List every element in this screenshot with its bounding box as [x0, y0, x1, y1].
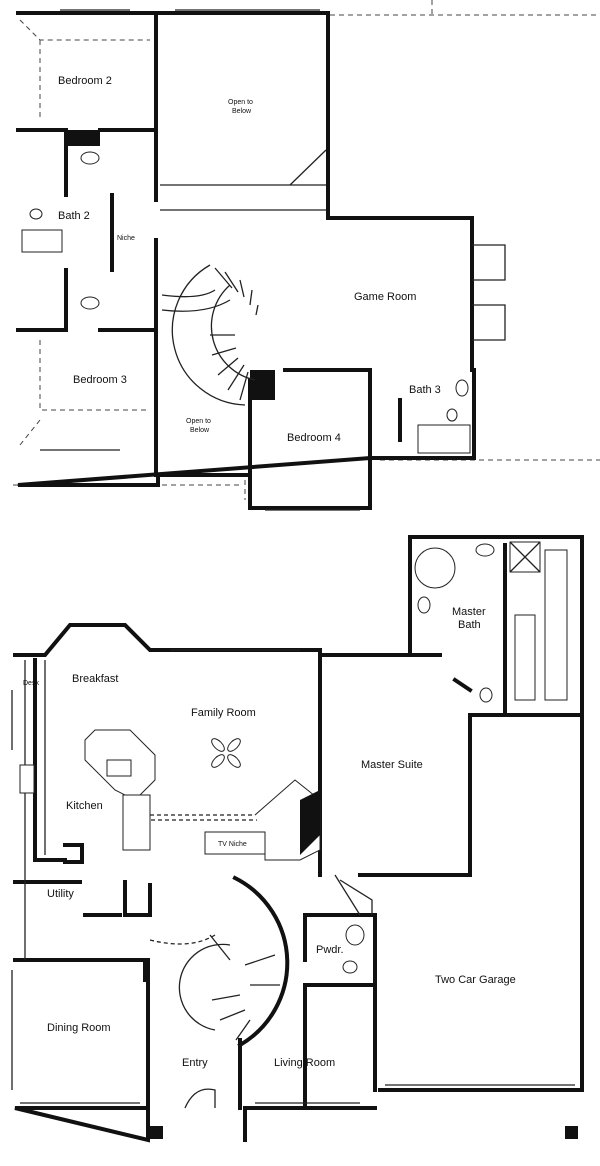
closet-rod: [544, 549, 568, 701]
toilet-icon: [446, 408, 458, 422]
desk-label: Desk: [23, 680, 39, 687]
room-label-game-room: Game Room: [354, 291, 416, 303]
room-label-open-to-below-2b: Below: [190, 427, 210, 434]
master-suite-walls: [318, 543, 584, 877]
upper-exterior-walls: [16, 11, 476, 510]
niche-label: Niche: [117, 235, 135, 242]
room-label-bedroom-2: Bedroom 2: [58, 75, 112, 87]
room-label-master-suite: Master Suite: [361, 759, 423, 771]
kitchen-peninsula: [122, 794, 151, 851]
toilet-icon: [479, 687, 493, 703]
spiral-staircase[interactable]: [161, 264, 259, 406]
bathtub-icon: [414, 547, 456, 589]
bedroom4-walls: [248, 368, 402, 477]
sink-icon: [455, 379, 469, 397]
room-label-bedroom-3: Bedroom 3: [73, 374, 127, 386]
toilet-icon: [29, 208, 43, 220]
cooktop-icon: [19, 764, 35, 794]
windows: [40, 9, 506, 511]
kitchen-counter: [33, 658, 84, 864]
post: [565, 1126, 578, 1139]
sink-icon: [80, 151, 100, 165]
room-label-open-to-below-1b: Below: [232, 108, 252, 115]
windows: [11, 649, 360, 1104]
room-label-master-bath: Master: [452, 606, 486, 618]
garage-door-swing[interactable]: [334, 874, 373, 916]
room-label-entry: Entry: [182, 1057, 208, 1069]
shower-drain: [509, 541, 541, 573]
room-label-bath-2: Bath 2: [58, 210, 90, 222]
room-label-living-room: Living Room: [274, 1057, 335, 1069]
room-label-bath-3: Bath 3: [409, 384, 441, 396]
sink-icon: [345, 924, 365, 946]
upper-floor-plan: Bedroom 2 Open to Below Bath 2 Niche Gam…: [10, 0, 600, 511]
tv-niche: [204, 831, 266, 855]
room-label-dining-room: Dining Room: [47, 1022, 111, 1034]
lower-exterior-walls: [13, 535, 584, 1143]
fireplace-hearth: [300, 790, 320, 855]
room-label-open-to-below-1: Open to: [228, 99, 253, 106]
curved-staircase[interactable]: [178, 875, 290, 1048]
room-label-family-room: Family Room: [191, 707, 256, 719]
sink-icon: [417, 596, 431, 614]
dashed-openings: [130, 814, 305, 945]
front-door[interactable]: [184, 1088, 216, 1109]
closet-rod: [514, 614, 536, 701]
wall-block: [66, 130, 100, 146]
post: [150, 1126, 163, 1139]
ceiling-fan-icon: [211, 738, 241, 768]
toilet-icon: [342, 960, 358, 974]
bathtub-icon: [417, 424, 471, 454]
ceiling-lines: [19, 19, 150, 446]
sink-icon: [475, 543, 495, 557]
room-label-powder: Pwdr.: [316, 944, 344, 956]
bathtub-icon: [21, 229, 63, 253]
tv-niche-label: TV Niche: [218, 841, 247, 848]
sink-icon: [106, 759, 132, 777]
balcony-railing: [160, 184, 326, 211]
sink-icon: [80, 296, 100, 310]
room-label-breakfast: Breakfast: [72, 673, 118, 685]
room-label-open-to-below-2: Open to: [186, 418, 211, 425]
counter-edge: [24, 660, 46, 960]
bath2-walls: [16, 128, 158, 332]
room-label-utility: Utility: [47, 888, 74, 900]
wall-block: [250, 370, 275, 400]
interior-walls: [13, 880, 377, 1110]
room-label-kitchen: Kitchen: [66, 800, 103, 812]
room-label-master-bath-2: Bath: [458, 619, 481, 631]
lower-floor-plan: Master Bath Breakfast Desk Family Room M…: [11, 535, 584, 1143]
railing-diagonal: [289, 149, 327, 186]
room-label-two-car-garage: Two Car Garage: [435, 974, 516, 986]
room-label-bedroom-4: Bedroom 4: [287, 432, 341, 444]
